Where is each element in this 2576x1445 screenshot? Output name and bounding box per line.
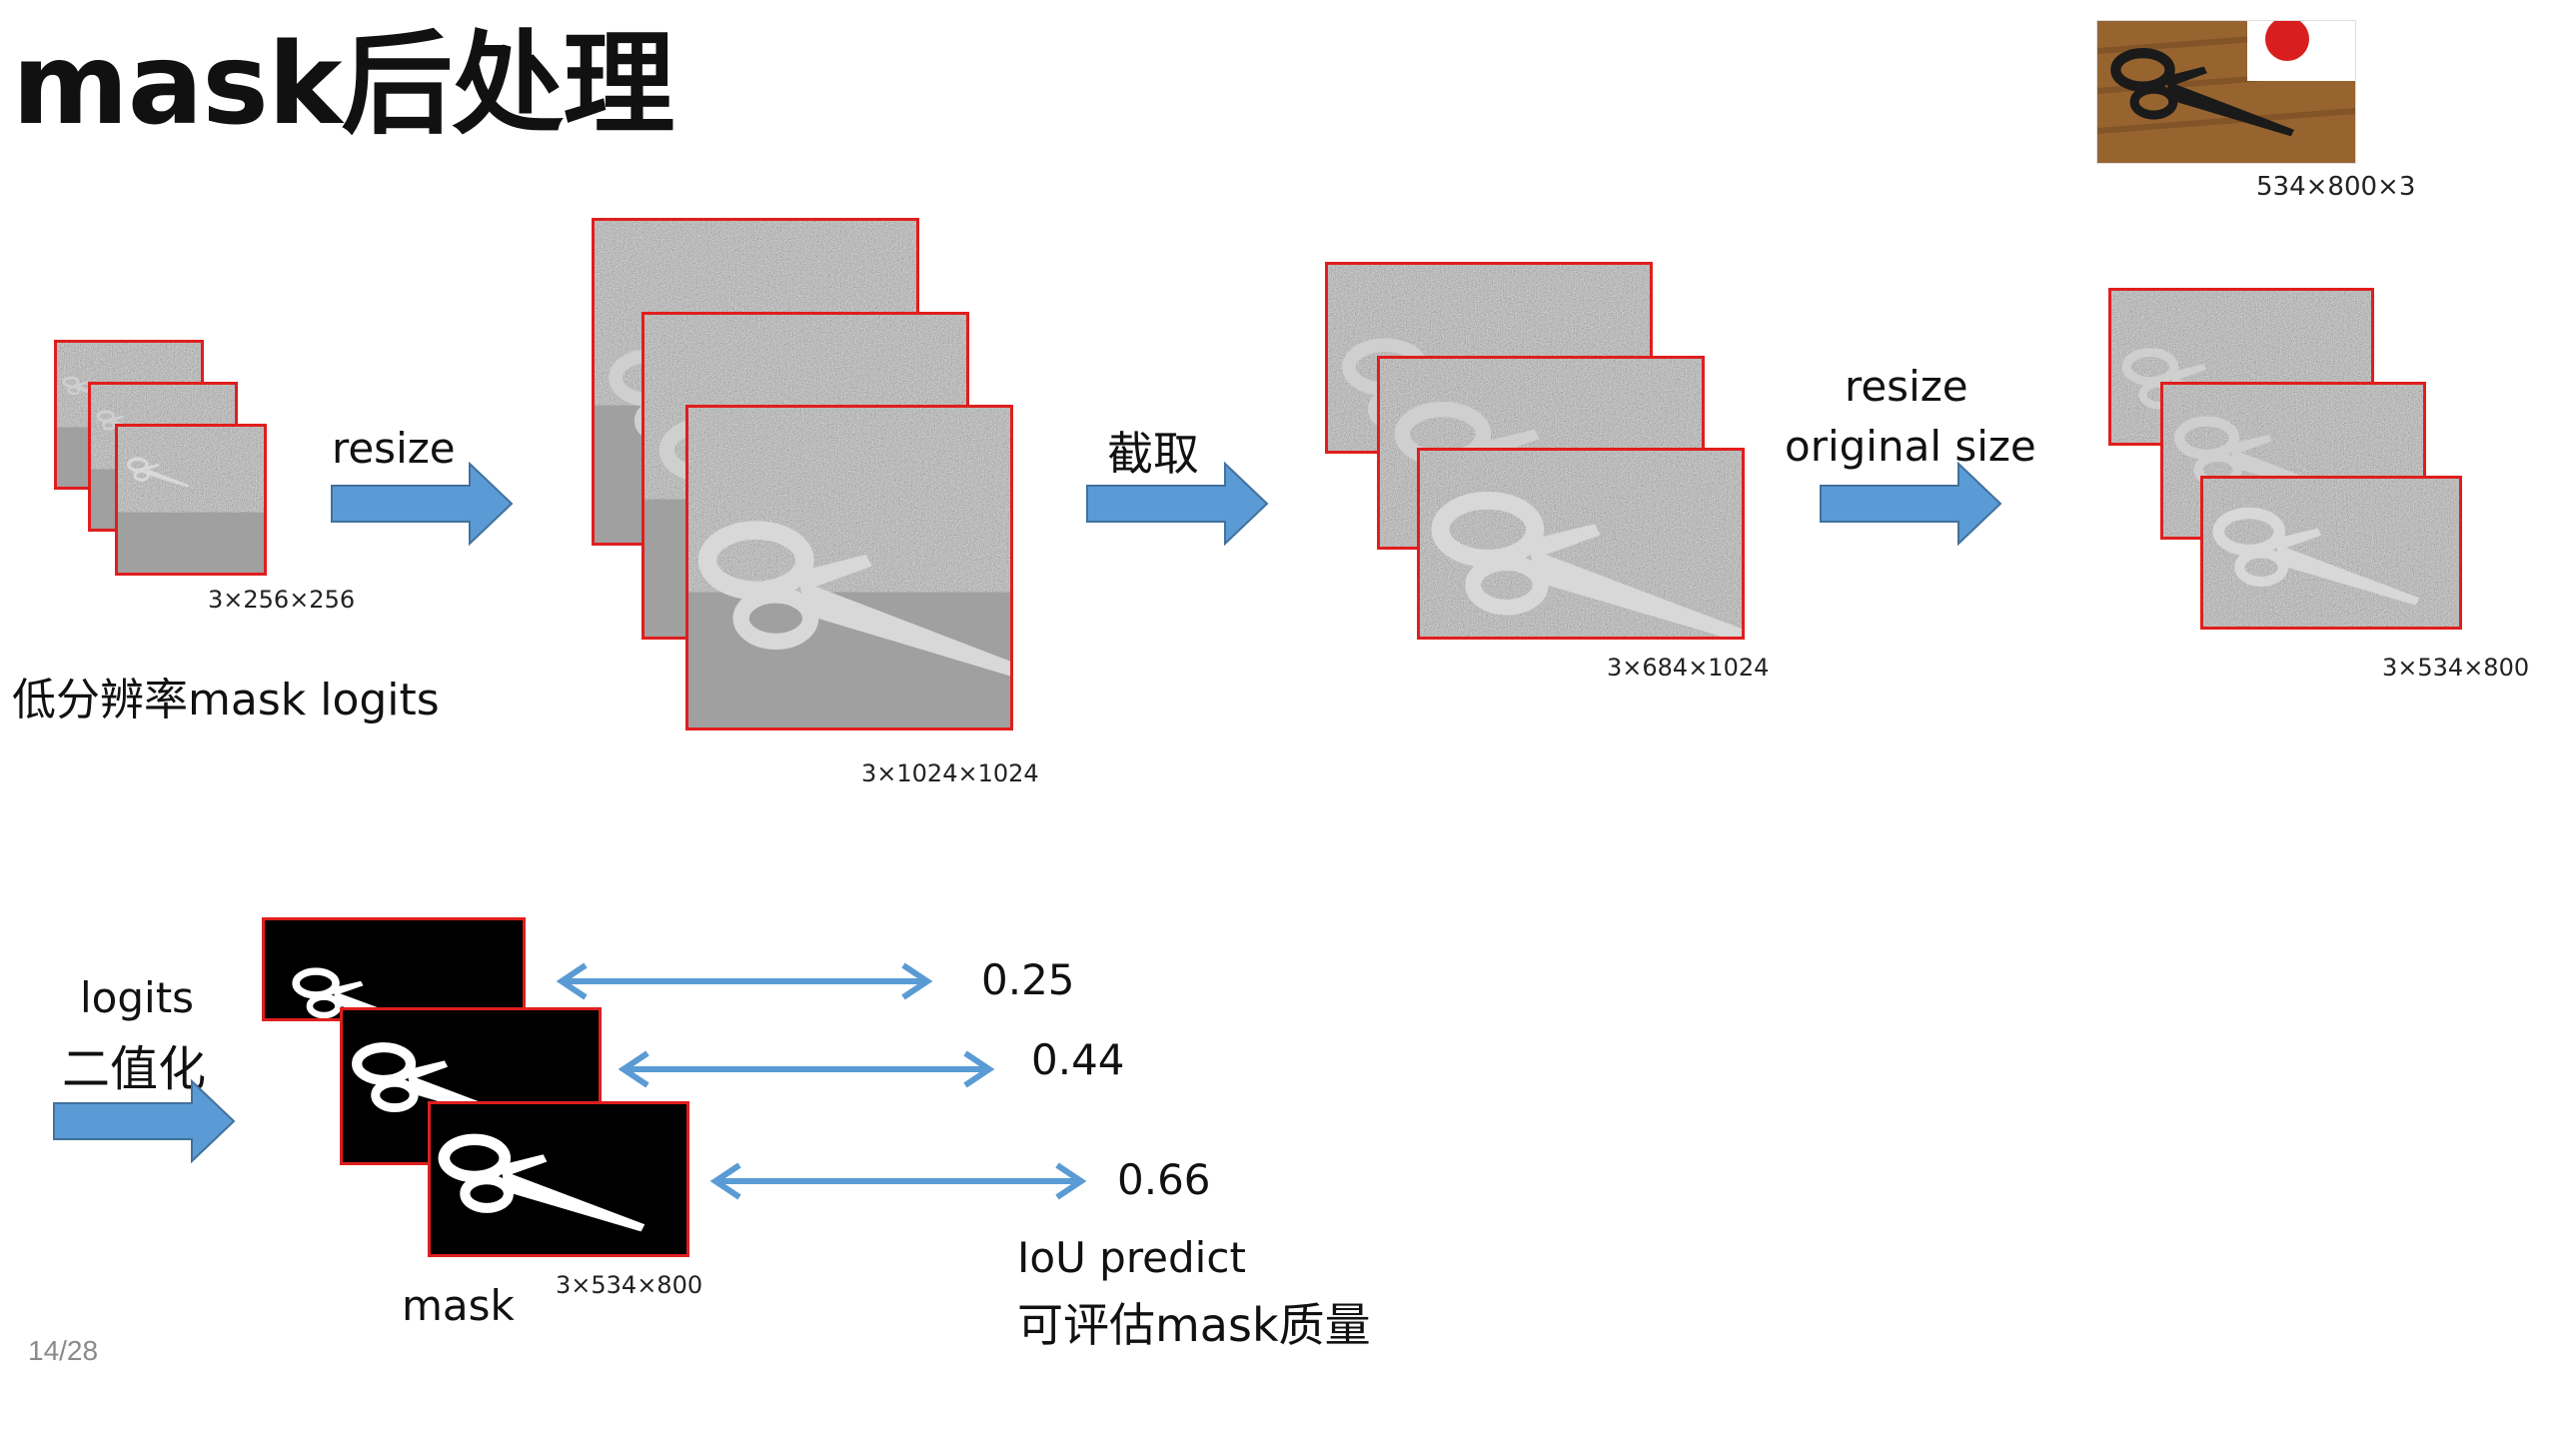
iou-double-arrow-2-icon (618, 1050, 995, 1088)
arrow4-label-line2: 二值化 (62, 1041, 207, 1097)
iou-value-3: 0.66 (1117, 1155, 1211, 1204)
stage1-caption: 低分辨率mask logits (12, 675, 440, 725)
iou-caption-line2: 可评估mask质量 (1017, 1298, 1371, 1352)
cropped-map-3 (1417, 448, 1745, 640)
binary-mask-3 (428, 1101, 689, 1257)
stage1-size-label: 3×256×256 (208, 586, 356, 614)
stage2-size-label: 3×1024×1024 (861, 759, 1039, 787)
logit-map-3 (115, 424, 267, 576)
crop-arrow-icon (1086, 462, 1269, 546)
arrow1-label: resize (332, 424, 456, 473)
iou-value-1: 0.25 (981, 955, 1075, 1004)
arrow3-label-line2: original size (1785, 422, 2036, 471)
binarize-arrow-icon (53, 1079, 236, 1163)
resize-arrow-icon (331, 462, 514, 546)
arrow3-label-line1: resize (1845, 362, 1968, 411)
binary-mask-1 (262, 917, 526, 1021)
page-number: 14/28 (28, 1335, 99, 1366)
upscaled-map-3 (685, 405, 1013, 730)
masks-size-label: 3×534×800 (556, 1271, 703, 1299)
original-image-thumbnail (2096, 20, 2356, 164)
stage4-size-label: 3×534×800 (2382, 654, 2530, 682)
resize-original-arrow-icon (1820, 462, 2002, 546)
arrow4-label-line1: logits (80, 973, 195, 1022)
iou-double-arrow-3-icon (709, 1162, 1087, 1200)
iou-caption-line1: IoU predict (1017, 1233, 1246, 1282)
iou-value-2: 0.44 (1031, 1035, 1125, 1084)
iou-double-arrow-1-icon (556, 962, 933, 1000)
masks-caption: mask (402, 1281, 515, 1330)
stage3-size-label: 3×684×1024 (1607, 654, 1770, 682)
original-image-size-label: 534×800×3 (2256, 172, 2416, 202)
resized-map-3 (2200, 476, 2462, 630)
page-title: mask后处理 (12, 20, 674, 150)
arrow2-label: 截取 (1107, 427, 1199, 481)
